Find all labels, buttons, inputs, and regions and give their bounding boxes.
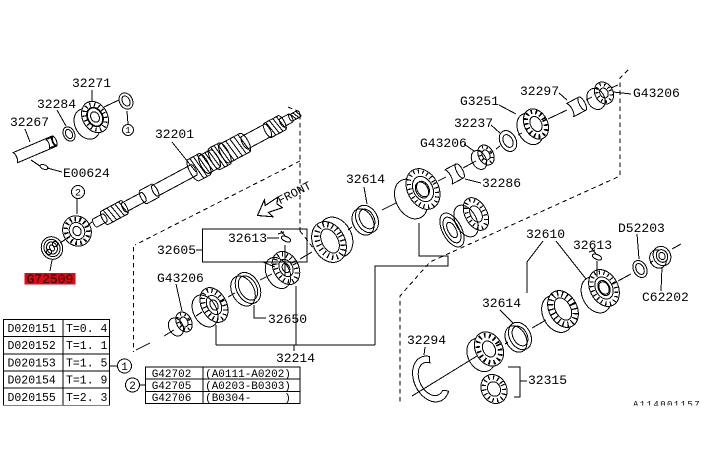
svg-text:32214: 32214 xyxy=(276,351,315,366)
svg-text:D020154: D020154 xyxy=(8,375,56,388)
svg-text:D020153: D020153 xyxy=(8,357,56,370)
svg-text:E00624: E00624 xyxy=(63,166,110,181)
svg-text:32605: 32605 xyxy=(157,243,196,258)
svg-text:T=1. 5: T=1. 5 xyxy=(66,357,108,370)
svg-text:G42702: G42702 xyxy=(152,369,192,381)
svg-text:(A0203-B0303): (A0203-B0303) xyxy=(205,381,291,393)
svg-text:32613: 32613 xyxy=(228,231,267,246)
svg-text:2: 2 xyxy=(129,381,136,393)
svg-text:D020155: D020155 xyxy=(8,392,56,405)
svg-text:32297: 32297 xyxy=(520,84,559,99)
svg-text:1: 1 xyxy=(125,126,130,136)
svg-text:G43206: G43206 xyxy=(420,136,467,151)
svg-text:1: 1 xyxy=(121,362,128,374)
svg-text:G43206: G43206 xyxy=(633,86,680,101)
svg-text:32650: 32650 xyxy=(268,312,307,327)
svg-text:32267: 32267 xyxy=(10,115,49,130)
svg-text:32610: 32610 xyxy=(526,227,565,242)
svg-text:32613: 32613 xyxy=(573,238,612,253)
svg-text:T=2. 3: T=2. 3 xyxy=(66,392,108,405)
svg-text:2: 2 xyxy=(75,189,81,200)
svg-text:32286: 32286 xyxy=(482,176,521,191)
svg-text:T=0. 4: T=0. 4 xyxy=(66,323,108,336)
svg-text:T=1. 9: T=1. 9 xyxy=(66,375,108,388)
svg-text:D020152: D020152 xyxy=(8,340,56,353)
svg-text:G72509: G72509 xyxy=(27,272,74,287)
svg-text:D52203: D52203 xyxy=(618,221,665,236)
svg-text:32614: 32614 xyxy=(346,172,385,187)
svg-text:32201: 32201 xyxy=(155,127,194,142)
svg-text:(A0111-A0202): (A0111-A0202) xyxy=(205,369,291,381)
svg-text:G43206: G43206 xyxy=(157,271,204,286)
svg-text:32614: 32614 xyxy=(482,296,521,311)
svg-text:32271: 32271 xyxy=(72,76,111,91)
svg-text:A114001157: A114001157 xyxy=(633,400,701,410)
svg-text:G3251: G3251 xyxy=(460,94,499,109)
svg-text:C62202: C62202 xyxy=(642,290,689,305)
svg-text:32237: 32237 xyxy=(454,116,493,131)
svg-text:G42705: G42705 xyxy=(152,381,192,393)
svg-text:T=1. 1: T=1. 1 xyxy=(66,340,108,353)
svg-text:32315: 32315 xyxy=(528,373,567,388)
svg-text:(B0304- ): (B0304- ) xyxy=(205,393,291,405)
svg-text:D020151: D020151 xyxy=(8,323,56,336)
svg-text:G42706: G42706 xyxy=(152,393,192,405)
svg-text:32284: 32284 xyxy=(37,97,76,112)
svg-text:32294: 32294 xyxy=(407,333,446,348)
